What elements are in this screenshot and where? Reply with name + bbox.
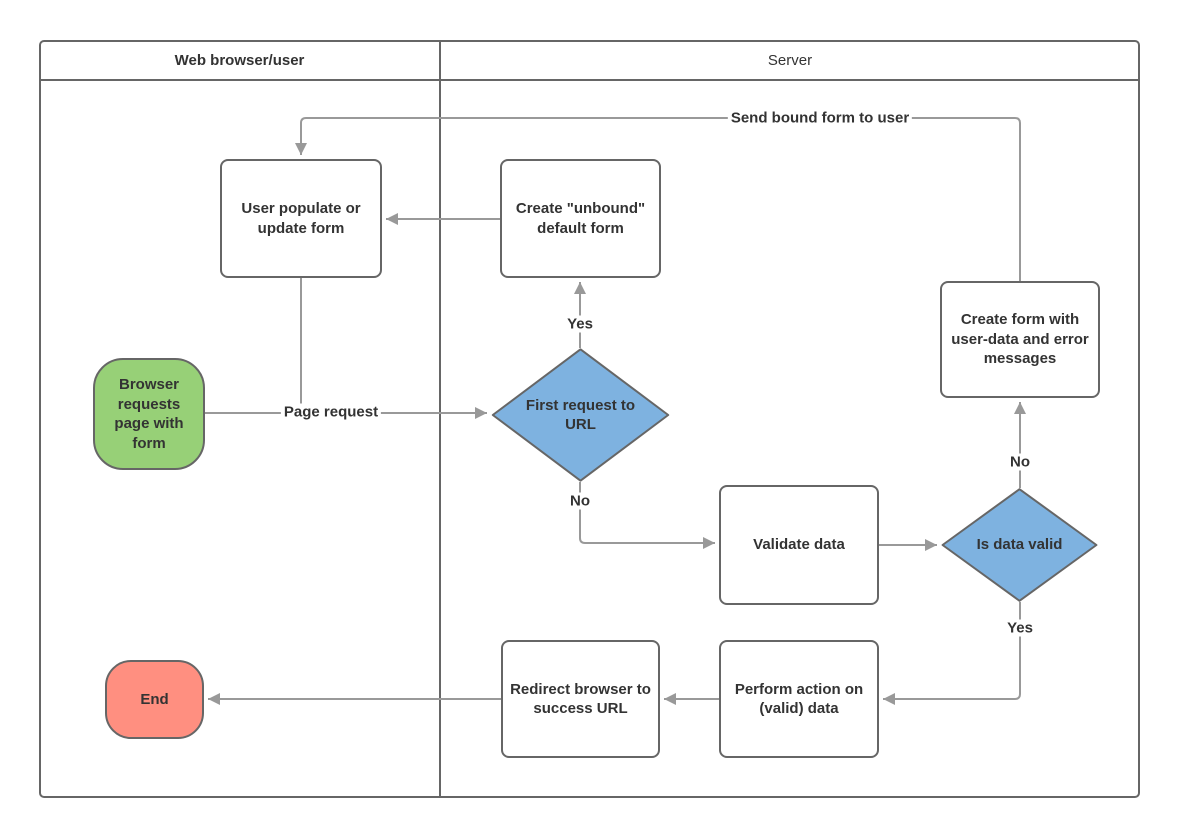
is-data-valid-decision: Is data valid (941, 488, 1098, 602)
create-form-errors-label: Create form with user-data and error mes… (951, 311, 1089, 368)
first-request-decision: First request to URL (491, 348, 670, 482)
end-node-label: End (140, 690, 169, 708)
edge-label-no-first: No (567, 492, 593, 510)
start-node: Browser requests page with form (93, 358, 205, 470)
is-data-valid-label: Is data valid (976, 536, 1063, 554)
swimlane-lane-divider (439, 40, 441, 798)
create-form-errors-node: Create form with user-data and error mes… (940, 281, 1100, 398)
diamond-shape (941, 488, 1098, 602)
lane-title-server: Server (767, 51, 813, 69)
diamond-shape (491, 348, 670, 482)
edge-label-yes-first: Yes (564, 315, 596, 333)
swimlane-frame (39, 40, 1140, 798)
first-request-label: First request to URL (525, 396, 636, 434)
edge-label-send-bound: Send bound form to user (727, 109, 913, 127)
perform-action-node: Perform action on (valid) data (719, 640, 879, 758)
lane-title-web-browser: Web browser/user (174, 51, 305, 69)
perform-action-label: Perform action on (valid) data (734, 680, 864, 718)
create-unbound-label: Create "unbound" default form (515, 200, 646, 237)
user-populate-label: User populate or update form (241, 200, 361, 237)
edge-label-yes-valid: Yes (1004, 619, 1036, 637)
start-node-label: Browser requests page with form (114, 376, 184, 452)
swimlane-header-divider (39, 79, 1140, 81)
validate-data-node: Validate data (719, 485, 879, 605)
edge-label-page-request: Page request (280, 403, 382, 421)
redirect-browser-label: Redirect browser to success URL (510, 680, 651, 718)
create-unbound-node: Create "unbound" default form (500, 159, 661, 278)
user-populate-node: User populate or update form (220, 159, 382, 278)
edge-label-no-valid: No (1007, 453, 1033, 471)
end-node: End (105, 660, 204, 739)
redirect-browser-node: Redirect browser to success URL (501, 640, 660, 758)
validate-data-label: Validate data (753, 536, 845, 554)
